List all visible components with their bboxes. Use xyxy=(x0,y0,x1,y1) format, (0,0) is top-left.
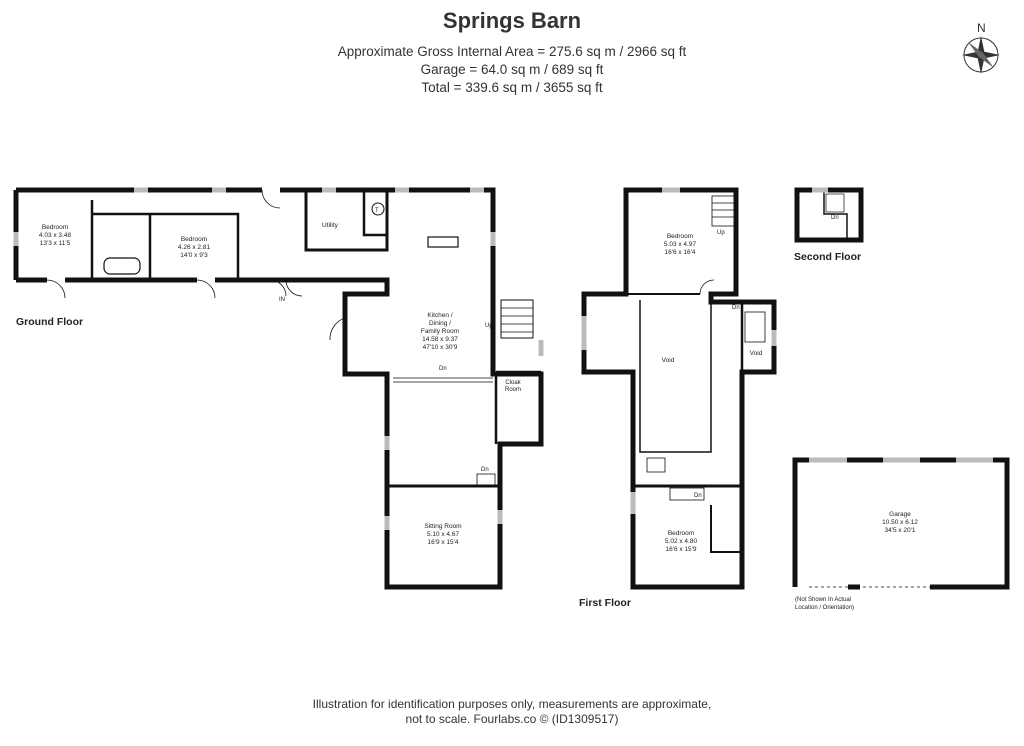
garage-plan xyxy=(792,457,1010,590)
svg-text:Sitting Room: Sitting Room xyxy=(424,523,461,530)
room-garage: Garage 10.50 x 6.12 34'5 x 20'1 xyxy=(882,511,918,534)
north-compass: N xyxy=(962,21,1000,74)
second-floor-label: Second Floor xyxy=(794,251,862,263)
sf-stairs-down-marker: Dn xyxy=(831,215,839,221)
first-floor-label: First Floor xyxy=(579,597,631,609)
room-utility: Utility xyxy=(322,222,339,229)
svg-text:10.50 x 6.12: 10.50 x 6.12 xyxy=(882,519,918,526)
compass-north-letter: N xyxy=(977,21,986,35)
svg-text:Bedroom: Bedroom xyxy=(667,233,693,240)
ff-stairs-down-marker: Dn xyxy=(732,305,740,311)
svg-text:Kitchen /: Kitchen / xyxy=(427,312,452,319)
room-void-1: Void xyxy=(662,357,675,364)
second-floor-plan xyxy=(794,187,864,243)
stairs-down-marker: Dn xyxy=(439,366,447,372)
room-cloakroom: Cloak Room xyxy=(505,380,522,393)
svg-text:Utility: Utility xyxy=(322,222,339,229)
room-void-2: Void xyxy=(750,350,763,357)
svg-text:Cloak: Cloak xyxy=(505,380,521,386)
svg-text:5.02 x 4.80: 5.02 x 4.80 xyxy=(665,538,698,545)
svg-text:16'6 x 16'4: 16'6 x 16'4 xyxy=(664,249,695,256)
svg-text:Family Room: Family Room xyxy=(421,328,459,335)
ff-stairs-up-marker: Up xyxy=(717,230,725,236)
total-area-line: Total = 339.6 sq m / 3655 sq ft xyxy=(421,80,603,95)
ground-floor-plan xyxy=(13,187,544,590)
svg-text:5.10 x 4.67: 5.10 x 4.67 xyxy=(427,531,460,538)
room-bedroom-1: Bedroom 4.03 x 3.48 13'3 x 11'5 xyxy=(39,224,72,247)
first-floor-plan xyxy=(581,187,777,590)
stairs-up-marker: Up xyxy=(485,323,493,329)
garage-note-line-1: (Not Shown In Actual xyxy=(795,597,851,603)
svg-text:34'5 x 20'1: 34'5 x 20'1 xyxy=(884,527,915,534)
room-kitchen: Kitchen / Dining / Family Room 14.58 x 9… xyxy=(421,312,459,351)
entrance-in-marker: IN xyxy=(279,297,285,303)
ff-stairs-down-marker-2: Dn xyxy=(694,493,702,499)
room-sitting: Sitting Room 5.10 x 4.67 16'9 x 15'4 xyxy=(424,523,461,546)
svg-text:5.03 x 4.97: 5.03 x 4.97 xyxy=(664,241,697,248)
svg-text:16'6 x 15'9: 16'6 x 15'9 xyxy=(665,546,696,553)
steps-down-marker: Dn xyxy=(481,467,489,473)
svg-text:13'3 x 11'5: 13'3 x 11'5 xyxy=(40,240,71,247)
gross-area-line: Approximate Gross Internal Area = 275.6 … xyxy=(337,44,687,59)
svg-text:4.26 x 2.81: 4.26 x 2.81 xyxy=(178,244,211,251)
svg-text:14.58 x 9.37: 14.58 x 9.37 xyxy=(422,336,458,343)
utility-t-marker: T xyxy=(375,208,379,214)
svg-text:Void: Void xyxy=(750,350,763,357)
room-bedroom-2: Bedroom 4.26 x 2.81 14'0 x 9'3 xyxy=(178,236,211,259)
room-bedroom-3: Bedroom 5.03 x 4.97 16'6 x 16'4 xyxy=(664,233,697,256)
svg-text:Garage: Garage xyxy=(889,511,911,518)
svg-text:47'10 x 30'9: 47'10 x 30'9 xyxy=(423,344,458,351)
ground-floor-label: Ground Floor xyxy=(16,316,84,328)
garage-area-line: Garage = 64.0 sq m / 689 sq ft xyxy=(420,62,604,77)
garage-note-line-2: Location / Orientation) xyxy=(795,605,854,611)
disclaimer-line-2: not to scale. Fourlabs.co © (ID1309517) xyxy=(405,712,619,726)
svg-text:Bedroom: Bedroom xyxy=(668,530,694,537)
svg-text:Void: Void xyxy=(662,357,675,364)
svg-text:Bedroom: Bedroom xyxy=(181,236,207,243)
svg-text:Dining /: Dining / xyxy=(429,320,451,327)
svg-text:14'0 x 9'3: 14'0 x 9'3 xyxy=(180,252,208,259)
svg-text:16'9 x 15'4: 16'9 x 15'4 xyxy=(427,539,458,546)
disclaimer-line-1: Illustration for identification purposes… xyxy=(312,697,712,711)
room-bedroom-4: Bedroom 5.02 x 4.80 16'6 x 15'9 xyxy=(665,530,698,553)
svg-text:Room: Room xyxy=(505,387,521,393)
page-title: Springs Barn xyxy=(442,8,582,33)
svg-text:4.03 x 3.48: 4.03 x 3.48 xyxy=(39,232,72,239)
svg-text:Bedroom: Bedroom xyxy=(42,224,68,231)
